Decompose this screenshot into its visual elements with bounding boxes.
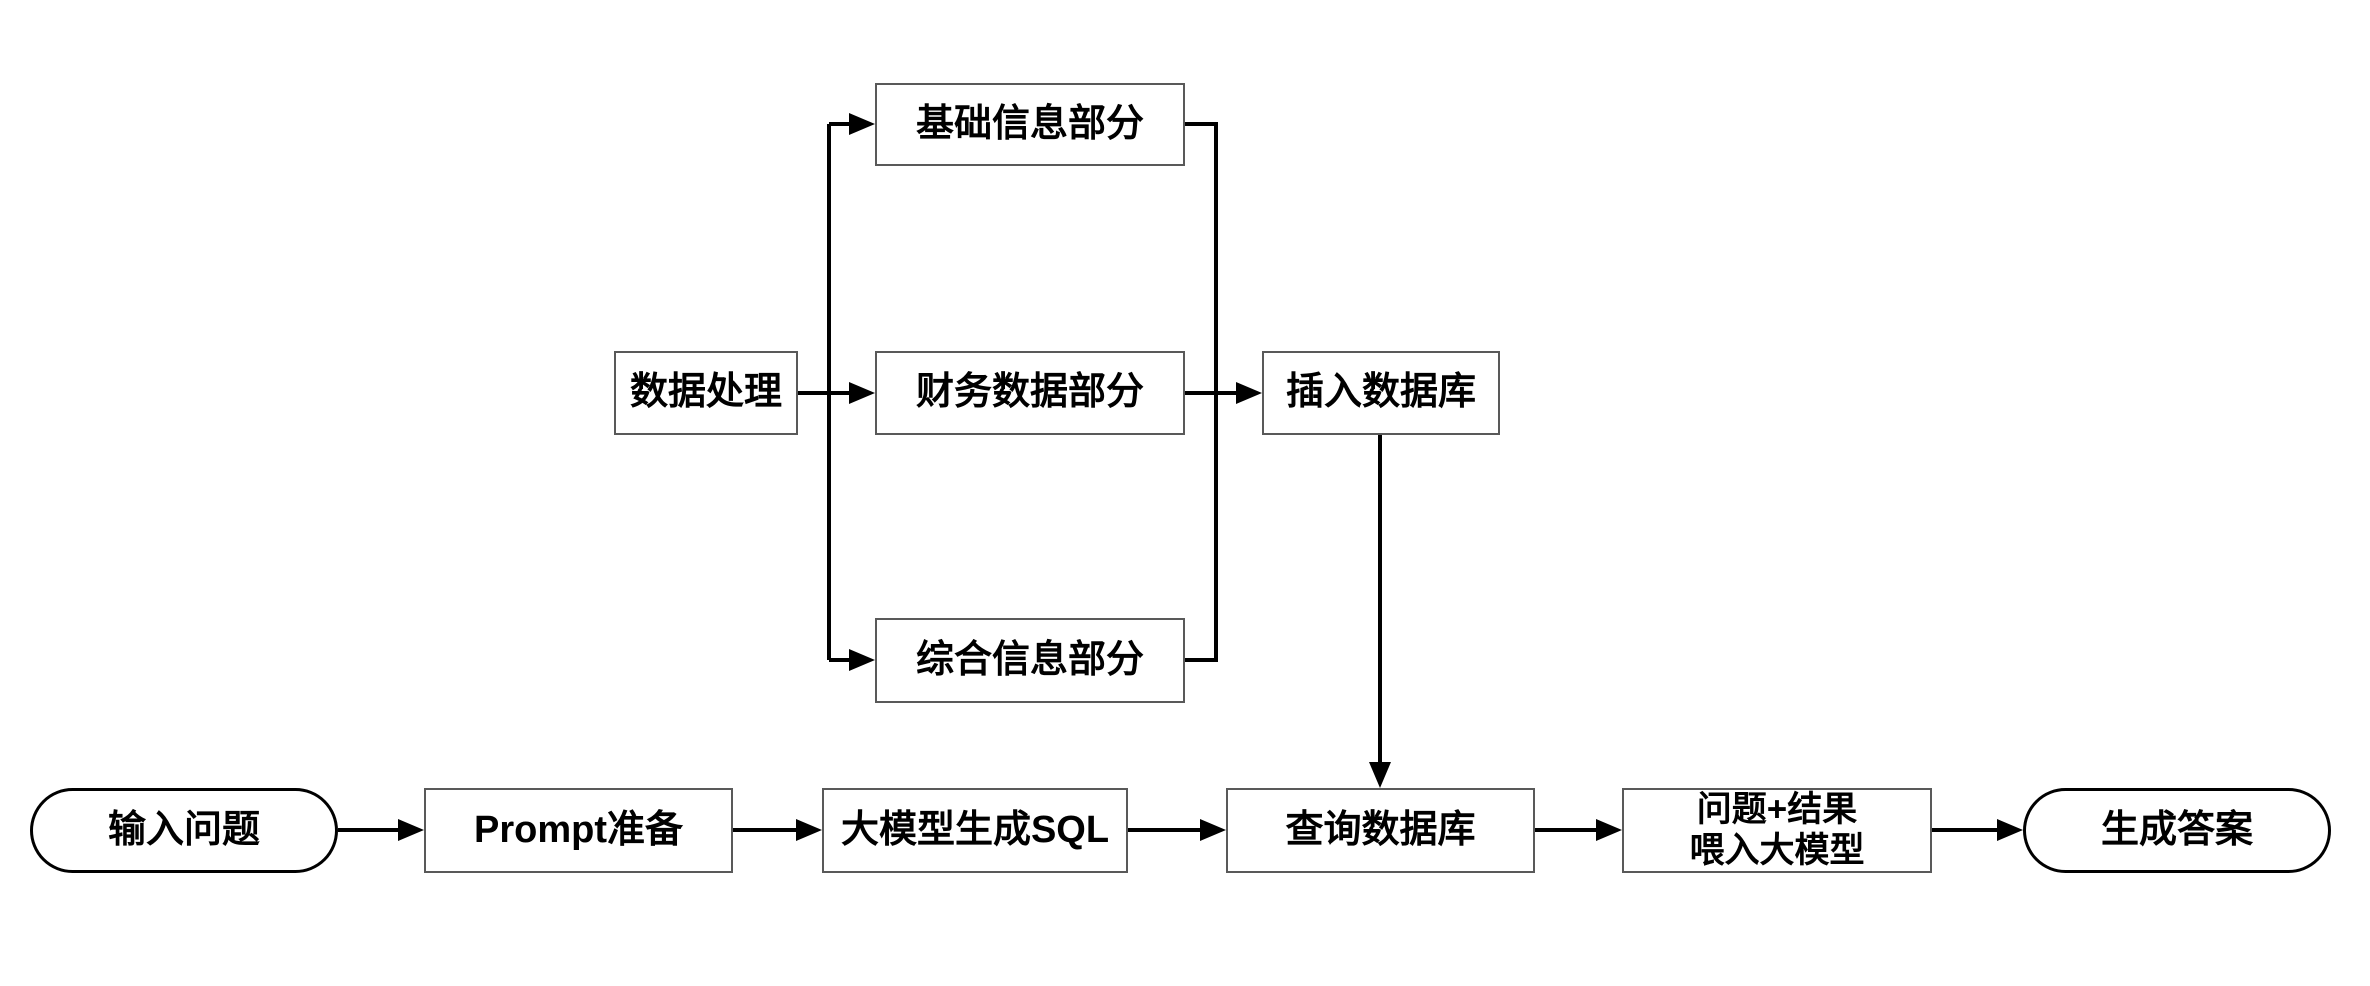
node-query-database: 查询数据库 [1226, 788, 1535, 873]
node-prompt-preparation-label: Prompt准备 [473, 808, 683, 851]
node-generate-answer: 生成答案 [2023, 788, 2331, 873]
connector-insert-to-query [1369, 435, 1391, 788]
connector-feed-to-answer [1932, 819, 2023, 841]
node-feed-llm-label-line1: 问题+结果 [1696, 790, 1858, 830]
node-basic-info-label: 基础信息部分 [915, 102, 1144, 145]
node-data-processing: 数据处理 [614, 351, 798, 435]
node-comprehensive-info-label: 综合信息部分 [915, 638, 1144, 681]
node-query-database-label: 查询数据库 [1285, 808, 1476, 851]
node-financial-data: 财务数据部分 [875, 351, 1185, 435]
node-input-question-label: 输入问题 [107, 808, 260, 851]
connector-query-to-feed [1535, 819, 1622, 841]
node-prompt-preparation: Prompt准备 [424, 788, 733, 873]
node-input-question: 输入问题 [30, 788, 338, 873]
node-data-processing-label: 数据处理 [629, 371, 782, 414]
node-llm-generate-sql-label: 大模型生成SQL [840, 808, 1110, 851]
node-financial-data-label: 财务数据部分 [915, 371, 1144, 414]
node-insert-database-label: 插入数据库 [1285, 371, 1476, 414]
node-basic-info: 基础信息部分 [875, 83, 1185, 166]
node-comprehensive-info: 综合信息部分 [875, 618, 1185, 703]
node-llm-generate-sql: 大模型生成SQL [822, 788, 1128, 873]
connector-split-branch [798, 113, 875, 671]
connector-llm-to-query [1128, 819, 1226, 841]
node-insert-database: 插入数据库 [1262, 351, 1500, 435]
node-feed-llm-label-line2: 喂入大模型 [1689, 830, 1865, 870]
connector-merge-branch [1185, 122, 1262, 662]
connector-prompt-to-llm [733, 819, 822, 841]
node-generate-answer-label: 生成答案 [2100, 808, 2253, 851]
node-feed-llm: 问题+结果 喂入大模型 [1622, 788, 1932, 873]
connector-input-to-prompt [338, 819, 424, 841]
